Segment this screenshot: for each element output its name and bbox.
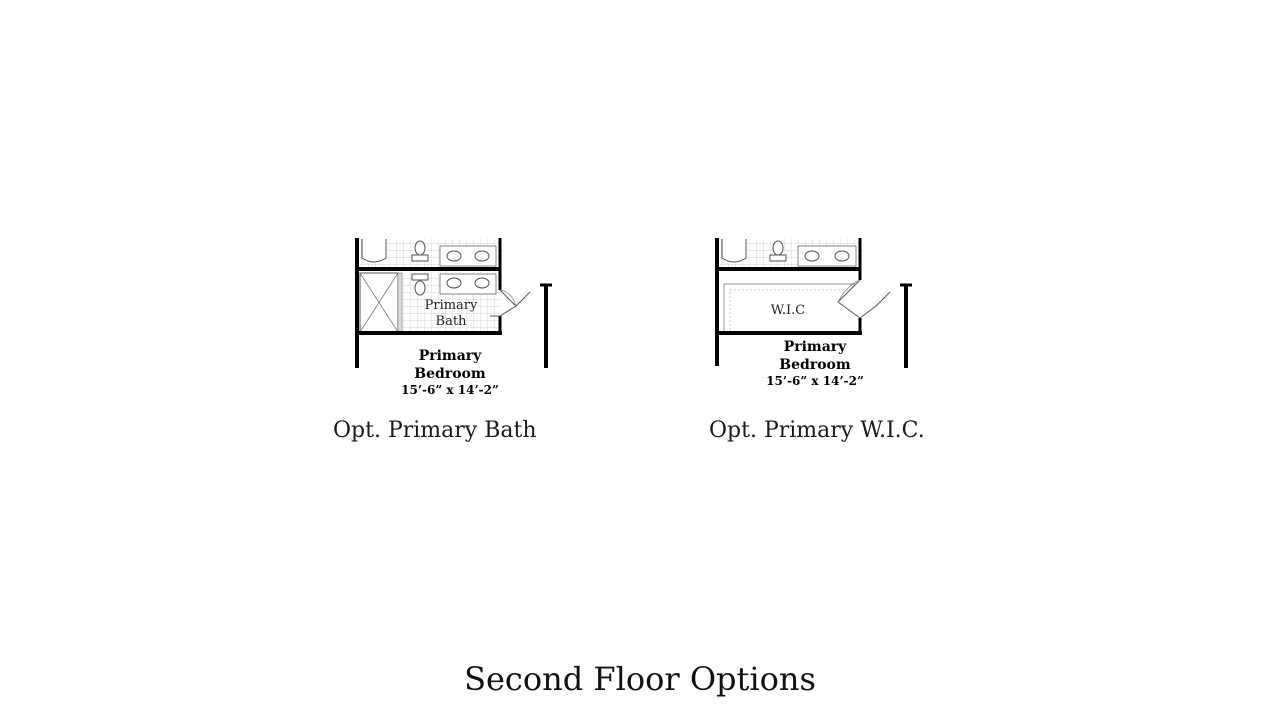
sink-icon xyxy=(804,250,820,262)
floor-plan-primary-wic: W.I.C Primary Bedroom 15’-6” x 14’-2” xyxy=(700,236,930,406)
floor-plan-primary-bath: Primary Bath Primary Bedroom 15’-6” x 14… xyxy=(340,236,570,406)
closet-shelf-outline xyxy=(729,289,850,334)
toilet-icon xyxy=(772,240,784,256)
sink-icon xyxy=(446,277,462,289)
door-swing-icon xyxy=(499,289,517,317)
bedroom-label-line2: Bedroom xyxy=(414,366,486,382)
floor-plan-primary-wic-drawing: W.I.C Primary Bedroom 15’-6” x 14’-2” xyxy=(715,238,912,388)
bedroom-label: Primary xyxy=(419,348,482,364)
wic-label: W.I.C xyxy=(771,303,805,318)
bedroom-dimensions: 15’-6” x 14’-2” xyxy=(766,374,864,388)
toilet-tank-icon xyxy=(411,273,429,281)
toilet-icon xyxy=(414,280,426,296)
bedroom-label-line2: Bedroom xyxy=(779,357,851,373)
toilet-icon xyxy=(414,240,426,256)
sink-icon xyxy=(474,250,490,262)
sink-icon xyxy=(474,277,490,289)
bedroom-label: Primary xyxy=(784,339,847,355)
bathtub-icon xyxy=(721,239,747,263)
door-swing-icon xyxy=(837,279,861,319)
toilet-tank-icon xyxy=(769,254,787,262)
bathtub-icon xyxy=(361,239,387,263)
sink-icon xyxy=(446,250,462,262)
toilet-tank-icon xyxy=(411,254,429,262)
page-title: Second Floor Options xyxy=(464,660,816,698)
floor-plan-primary-bath-drawing: Primary Bath Primary Bedroom 15’-6” x 14… xyxy=(355,238,552,397)
plan-caption-primary-bath: Opt. Primary Bath xyxy=(333,418,537,443)
primary-bath-label-line2: Bath xyxy=(436,314,468,329)
primary-bath-label: Primary xyxy=(425,298,478,313)
plan-caption-primary-wic: Opt. Primary W.I.C. xyxy=(709,418,925,443)
sink-icon xyxy=(834,250,850,262)
bedroom-dimensions: 15’-6” x 14’-2” xyxy=(401,383,499,397)
